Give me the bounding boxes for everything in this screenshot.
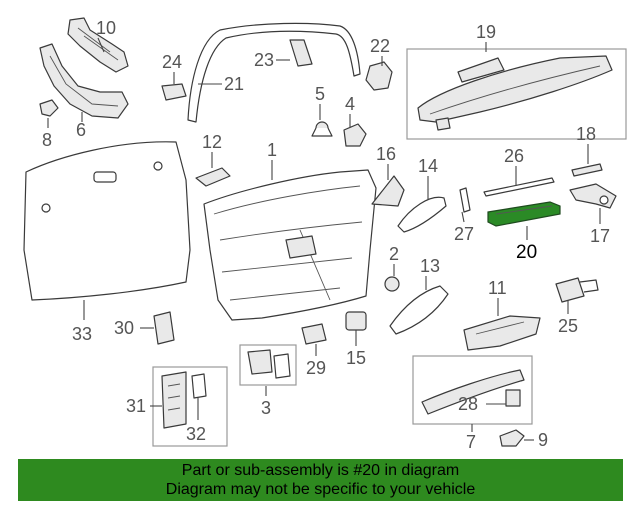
part-11-switch-bezel <box>463 315 541 351</box>
callout-18: 18 <box>576 124 596 144</box>
part-17-hole <box>599 195 609 205</box>
part-25-connector <box>555 277 585 303</box>
part-13-grille-panel <box>389 285 449 335</box>
callout-7: 7 <box>466 432 476 452</box>
callout-3: 3 <box>261 398 271 418</box>
part-6-detail <box>49 55 119 107</box>
part-33-hole-b <box>153 161 163 171</box>
part-14-speaker-grille <box>397 196 447 233</box>
part-notice-banner: Part or sub-assembly is #20 in diagram D… <box>18 459 623 501</box>
part-23-mirror-patch <box>289 39 313 67</box>
part-29-clip <box>301 323 327 345</box>
part-28-switch <box>505 389 521 407</box>
callout-28: 28 <box>458 394 478 414</box>
part-1-handle-pocket <box>285 235 317 259</box>
callout-19: 19 <box>476 22 496 42</box>
part-11-detail <box>475 321 525 335</box>
part-17-bracket <box>569 183 617 209</box>
callout-9: 9 <box>538 430 548 450</box>
part-19-detail <box>429 65 601 115</box>
part-16-sail-trim <box>371 175 405 207</box>
callout-23: 23 <box>254 50 274 70</box>
callout-15: 15 <box>346 348 366 368</box>
diagram-disclaimer-line: Diagram may not be specific to your vehi… <box>165 481 476 498</box>
leader-lines <box>47 37 601 441</box>
callout-31: 31 <box>126 396 146 416</box>
callout-4: 4 <box>345 94 355 114</box>
part-33-water-shield <box>23 141 191 301</box>
callout-1: 1 <box>267 140 277 160</box>
callout-22: 22 <box>370 36 390 56</box>
callout-10: 10 <box>96 18 116 38</box>
part-24-clip <box>161 83 187 101</box>
part-26-belt-moulding <box>483 177 555 197</box>
part-9-clip <box>499 429 525 447</box>
part-25-plug <box>579 279 599 293</box>
part-30-switch <box>153 311 175 345</box>
part-notice-line: Part or sub-assembly is #20 in diagram <box>181 462 460 479</box>
part-3-connector <box>247 349 273 375</box>
part-18-strip <box>571 163 603 177</box>
callout-26: 26 <box>504 146 524 166</box>
callout-2: 2 <box>389 244 399 264</box>
part-21-frame-moulding <box>187 22 361 123</box>
callout-11: 11 <box>488 278 507 298</box>
part-4-clip <box>343 123 367 147</box>
callout-14: 14 <box>418 156 438 176</box>
part-33-opening <box>93 171 117 183</box>
part-22-cover <box>365 61 393 91</box>
callout-24: 24 <box>162 52 182 72</box>
callout-21: 21 <box>224 74 244 94</box>
callout-8: 8 <box>42 130 52 150</box>
callout-5: 5 <box>315 84 325 104</box>
part-2-push-pin <box>384 276 400 292</box>
callout-12: 12 <box>202 132 222 152</box>
callout-33: 33 <box>72 324 92 344</box>
part-3-clip <box>273 353 291 379</box>
part-19-trim-panel <box>417 55 613 123</box>
callout-13: 13 <box>420 256 440 276</box>
part-10-detail <box>77 27 119 61</box>
part-19-clip <box>435 117 451 131</box>
part-20-detail <box>495 205 553 215</box>
callout-25: 25 <box>558 316 578 336</box>
part-27-clip <box>459 187 471 213</box>
part-7-armrest <box>421 369 525 415</box>
part-6-pull-handle <box>39 43 129 119</box>
callout-20-highlighted: 20 <box>516 242 537 263</box>
callout-32: 32 <box>186 424 206 444</box>
door-trim-parts-diagram: 10 6 8 24 21 23 22 5 4 19 12 1 16 14 27 … <box>23 17 627 452</box>
part-19-switch <box>457 57 505 83</box>
part-15-switch <box>345 311 367 331</box>
part-32-button <box>191 373 207 399</box>
callout-17: 17 <box>590 226 610 246</box>
callout-30: 30 <box>114 318 134 338</box>
callout-27: 27 <box>454 224 474 244</box>
part-12-trim <box>195 167 231 187</box>
part-31-detail <box>167 383 181 411</box>
part-20-highlighted-strip <box>487 201 561 227</box>
callout-6: 6 <box>76 120 86 140</box>
part-33-hole-a <box>41 203 51 213</box>
part-5-base <box>311 127 333 137</box>
part-8-clip <box>39 99 59 117</box>
part-1-detail <box>213 185 363 301</box>
callout-16: 16 <box>376 144 396 164</box>
callout-29: 29 <box>306 358 326 378</box>
part-31-switch-panel <box>161 371 187 429</box>
